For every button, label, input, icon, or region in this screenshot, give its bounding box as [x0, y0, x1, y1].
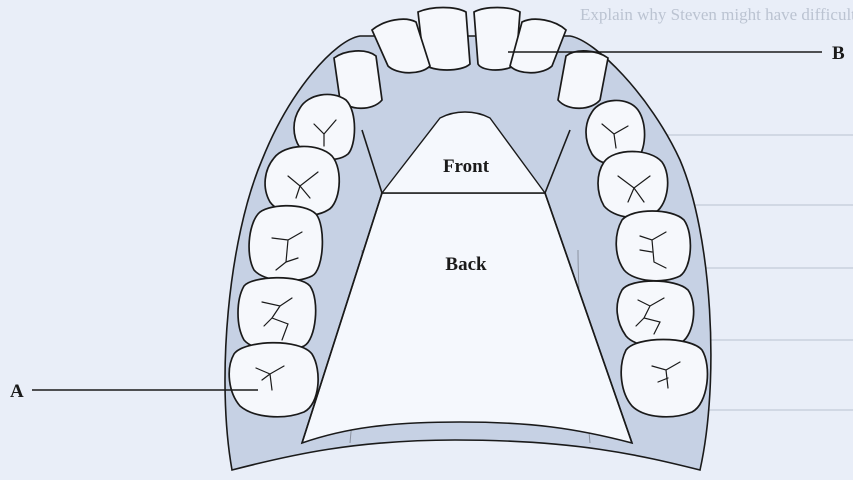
back-label: Back: [445, 254, 487, 275]
molar-tooth: [617, 281, 694, 347]
molar-tooth: [621, 340, 707, 417]
molar-tooth: [238, 278, 316, 351]
molar-tooth: [616, 211, 690, 281]
molar-tooth: [249, 206, 322, 281]
premolar-tooth: [265, 146, 339, 215]
premolar-tooth: [598, 152, 668, 218]
label-b: B: [832, 43, 845, 64]
front-label: Front: [443, 156, 490, 177]
canine-tooth: [558, 51, 608, 108]
label-a: A: [10, 381, 24, 402]
background-question-text: Explain why Steven might have difficulty…: [580, 5, 853, 24]
molar-tooth: [229, 343, 318, 417]
